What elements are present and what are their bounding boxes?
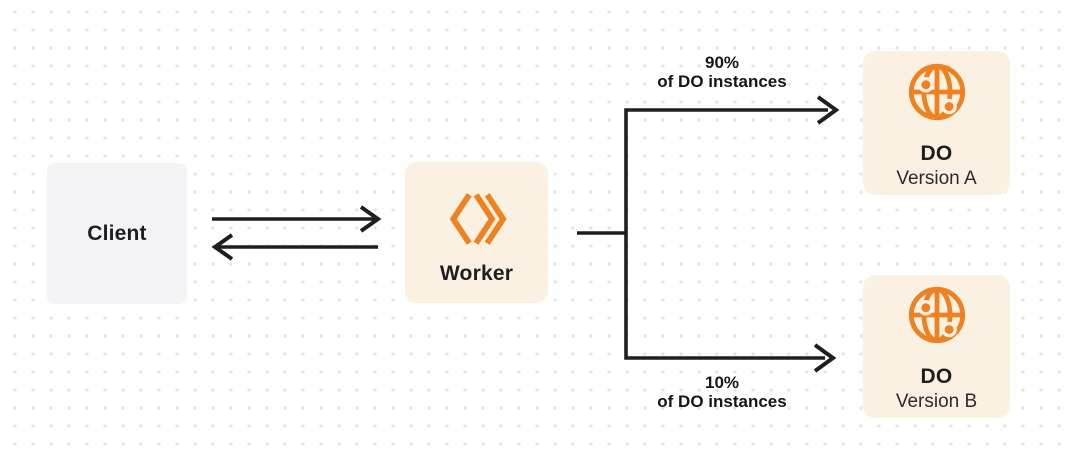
- do-a-subtitle: Version A: [896, 168, 977, 189]
- worker-label: Worker: [439, 262, 514, 285]
- globe-icon: [908, 286, 965, 344]
- client-label: Client: [87, 222, 147, 245]
- branch-a-label: 90% of DO instances: [607, 53, 837, 91]
- node-client: Client: [47, 163, 187, 304]
- do-b-subtitle: Version B: [895, 391, 978, 412]
- branch-a-arrowhead-icon: [816, 95, 840, 125]
- node-do-version-b: DO Version B: [863, 275, 1010, 418]
- branch-b-percent: 10%: [704, 373, 740, 392]
- response-arrowhead-icon: [211, 233, 234, 261]
- do-a-title: DO: [920, 142, 953, 165]
- do-b-title: DO: [920, 365, 953, 388]
- branch-a-caption: of DO instances: [657, 72, 787, 91]
- node-do-version-a: DO Version A: [863, 51, 1010, 195]
- cloudflare-workers-icon: [449, 193, 507, 245]
- branch-b-arrowhead-icon: [813, 343, 837, 373]
- globe-icon: [908, 63, 965, 121]
- request-arrowhead-icon: [359, 205, 382, 233]
- branch-b-caption: of DO instances: [657, 392, 787, 411]
- branch-a-percent: 90%: [704, 53, 740, 72]
- branch-b-label: 10% of DO instances: [607, 373, 837, 411]
- split-branch-path: [624, 108, 828, 360]
- node-worker: Worker: [405, 162, 548, 303]
